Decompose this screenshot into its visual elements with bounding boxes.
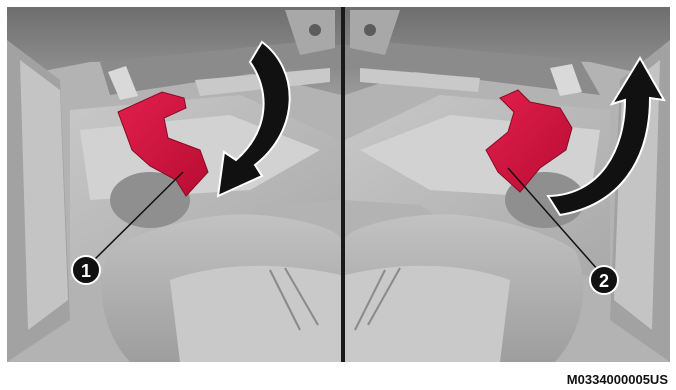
left-panel <box>7 7 341 362</box>
callout-number-1: 1 <box>81 261 91 281</box>
callout-number-2: 2 <box>599 271 609 291</box>
callout-badge-1: 1 <box>72 256 100 284</box>
right-panel <box>345 7 670 362</box>
figure-reference-code: M0334000005US <box>565 372 670 387</box>
callout-badge-2: 2 <box>590 266 618 294</box>
panel-divider <box>341 7 345 362</box>
